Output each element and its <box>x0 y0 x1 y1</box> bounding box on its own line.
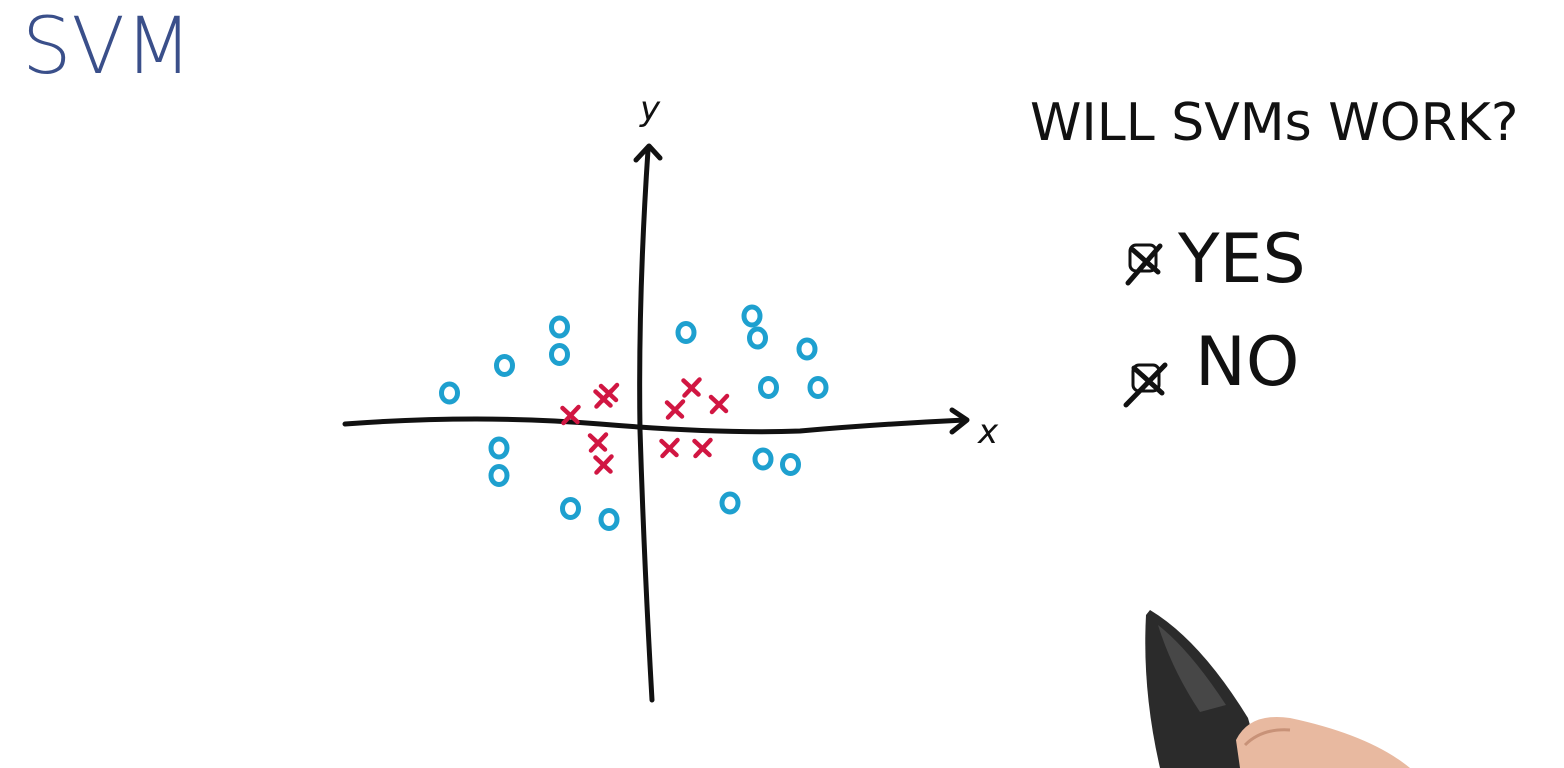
check-mark-icon <box>1125 243 1163 286</box>
circle-point <box>549 343 570 366</box>
option-yes[interactable]: YES <box>1125 220 1306 299</box>
y-axis <box>637 147 655 703</box>
circle-point <box>598 508 620 531</box>
circle-point <box>796 337 818 361</box>
y-axis-arrowhead-icon <box>633 143 663 163</box>
page-title: SVM <box>22 2 192 92</box>
circle-point <box>488 464 510 487</box>
circle-point <box>549 315 570 339</box>
cross-point <box>708 393 730 415</box>
cross-point <box>593 454 614 475</box>
axes <box>342 143 970 703</box>
circle-point <box>741 304 763 328</box>
cross-point <box>587 432 609 453</box>
cross-point <box>664 399 686 420</box>
circle-point <box>719 491 741 515</box>
cross-point <box>593 388 614 409</box>
y-axis-label: y <box>639 89 661 129</box>
option-no[interactable]: NO <box>1123 323 1299 408</box>
circle-point <box>758 376 779 399</box>
cross-point <box>659 437 680 459</box>
x-axis-label: x <box>977 412 999 452</box>
cross-point <box>560 404 581 426</box>
data-points <box>439 304 829 531</box>
circle-point <box>747 326 768 350</box>
cross-point <box>692 437 713 459</box>
circle-point <box>488 436 510 460</box>
circle-point <box>439 381 460 405</box>
circle-point <box>675 321 697 344</box>
x-axis-arrowhead-icon <box>949 407 970 435</box>
circle-point <box>807 376 829 399</box>
quiz-question: WILL SVMs WORK? <box>1030 93 1518 153</box>
checkbox-icon <box>1123 362 1168 408</box>
option-yes-label: YES <box>1177 220 1306 299</box>
circle-point <box>560 497 581 520</box>
circle-point <box>752 447 774 471</box>
circle-point <box>780 453 801 476</box>
x-axis <box>342 416 968 435</box>
circle-point <box>494 354 515 377</box>
cross-point <box>681 377 702 398</box>
marker-hand-icon <box>1145 610 1410 768</box>
option-no-label: NO <box>1195 323 1299 402</box>
